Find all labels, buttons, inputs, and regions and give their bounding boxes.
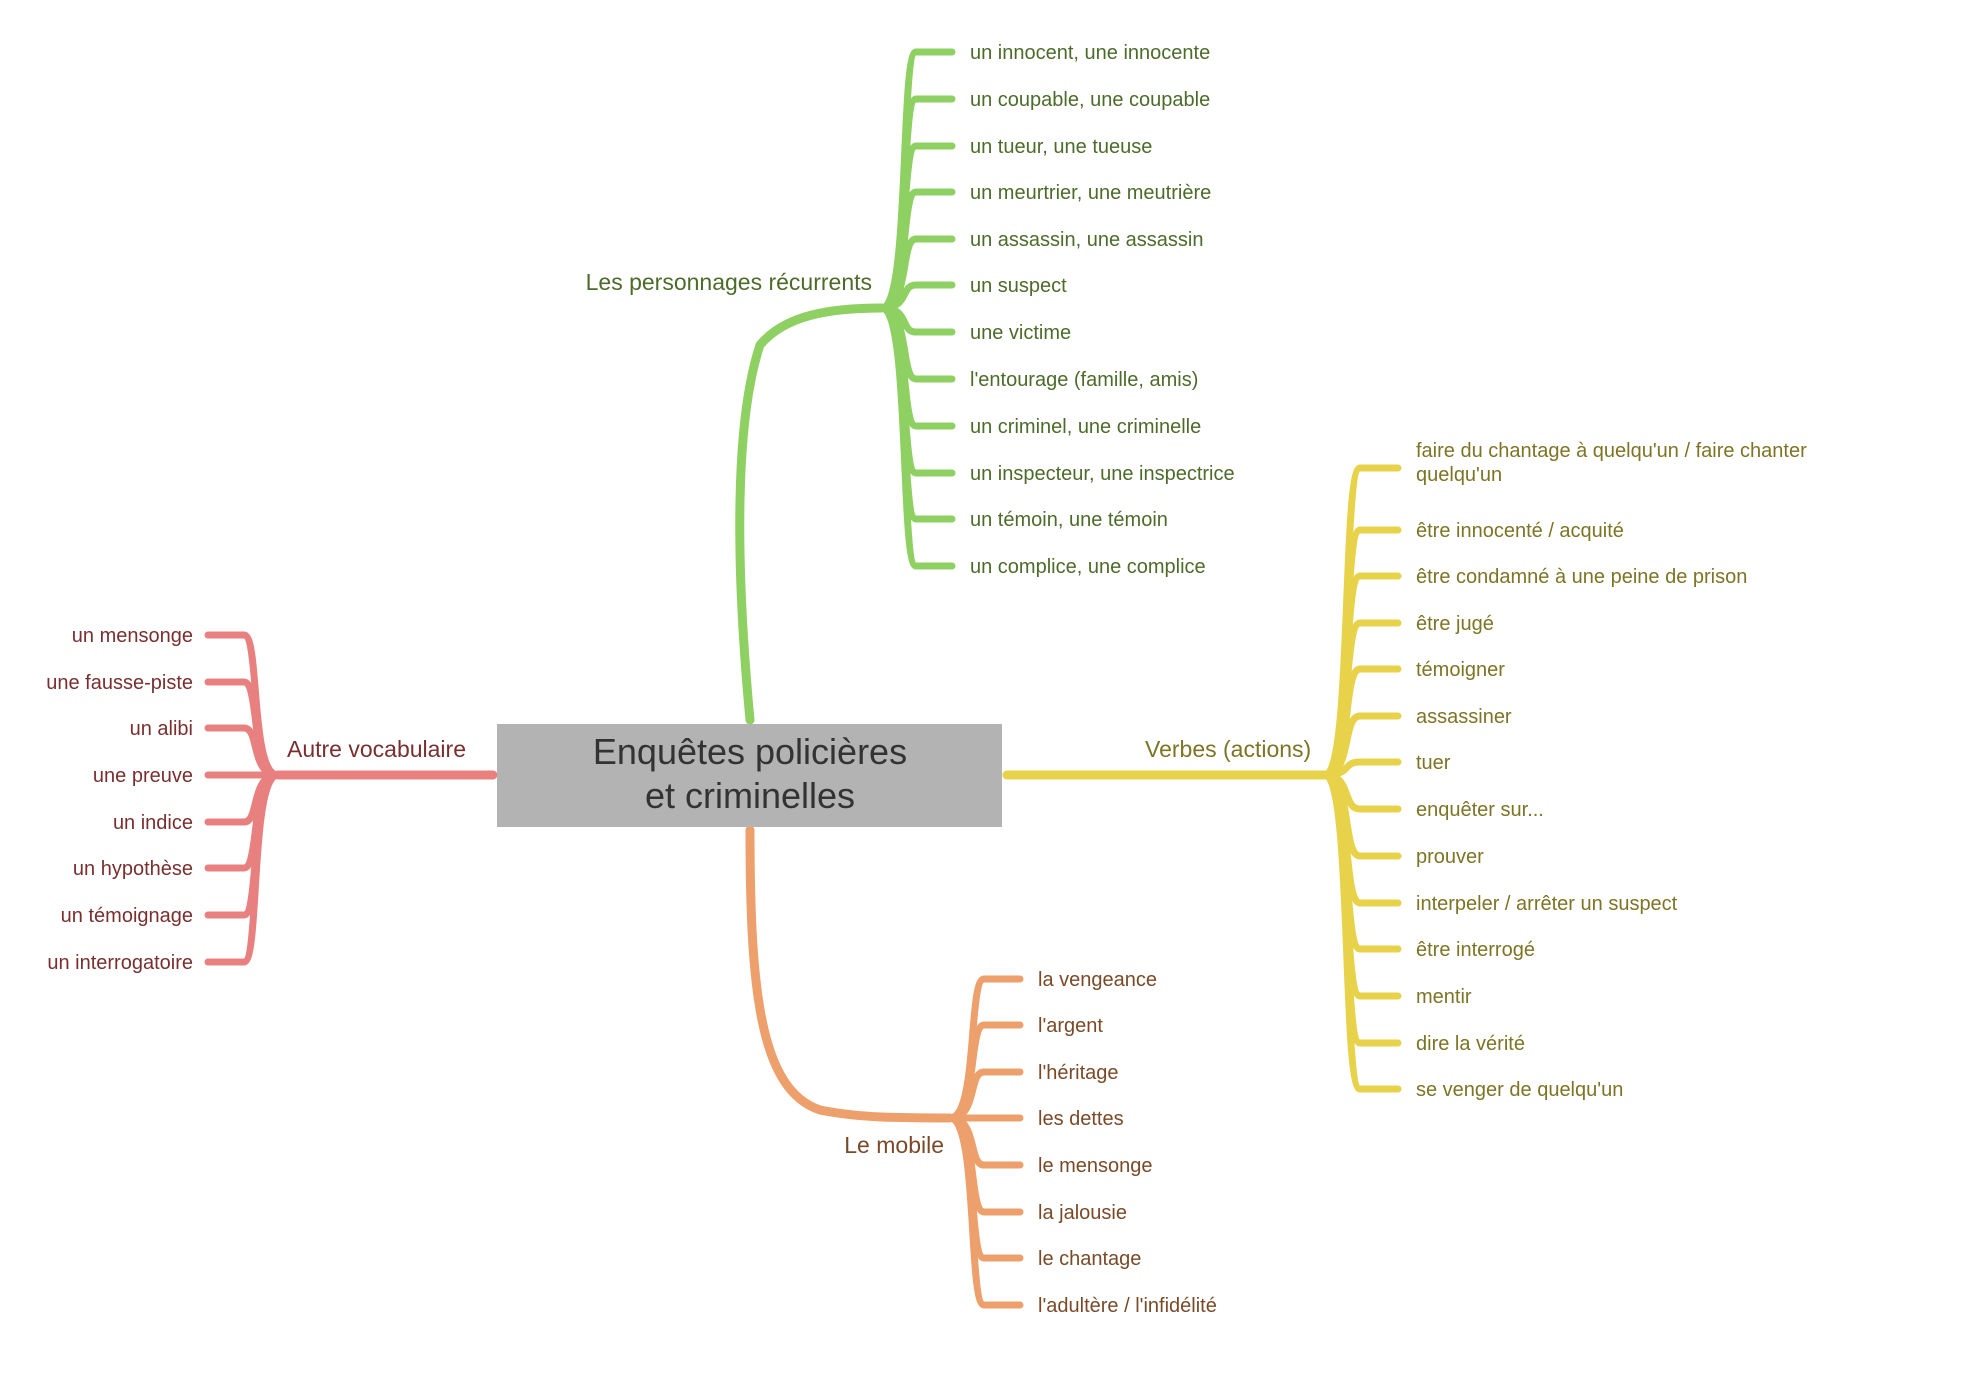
- central-title-line-2: et criminelles: [645, 775, 855, 816]
- branch-label-personnages: Les personnages récurrents: [586, 269, 872, 295]
- leaf-connector-mobile: [946, 1114, 1024, 1309]
- leaf-personnages: un criminel, une criminelle: [970, 416, 1201, 438]
- leaf-autre: un mensonge: [72, 625, 193, 647]
- leaf-personnages: un suspect: [970, 275, 1067, 297]
- leaf-connector-personnages: [878, 48, 956, 312]
- leaf-verbes: assassiner: [1416, 706, 1512, 728]
- leaf-personnages: un innocent, une innocente: [970, 42, 1210, 64]
- central-node[interactable]: Enquêtes policières et criminelles: [497, 724, 1002, 827]
- leaf-connector-personnages: [878, 304, 956, 570]
- leaf-verbes: enquêter sur...: [1416, 799, 1544, 821]
- leaf-connector-autre: [204, 631, 282, 779]
- leaf-connector-verbes: [1321, 572, 1402, 779]
- leaf-verbes: tuer: [1416, 752, 1451, 774]
- branch-label-autre: Autre vocabulaire: [287, 736, 466, 762]
- leaf-connector-mobile: [946, 975, 1024, 1122]
- leaf-verbes: mentir: [1416, 986, 1472, 1008]
- leaf-autre: un témoignage: [61, 905, 193, 927]
- leaf-verbes: interpeler / arrêter un suspect: [1416, 893, 1678, 915]
- leaf-verbes-line-2: quelqu'un: [1416, 464, 1502, 486]
- leaf-mobile: l'argent: [1038, 1015, 1103, 1037]
- leaf-personnages: un coupable, une coupable: [970, 89, 1210, 111]
- leaf-mobile: la vengeance: [1038, 969, 1157, 991]
- leaf-verbes: dire la vérité: [1416, 1033, 1525, 1055]
- connector-personnages: [735, 303, 887, 725]
- branch-label-mobile: Le mobile: [844, 1132, 944, 1158]
- leaf-verbes: être jugé: [1416, 613, 1494, 635]
- leaf-autre: une fausse-piste: [46, 672, 193, 694]
- leaf-mobile: l'héritage: [1038, 1062, 1119, 1084]
- leaf-connector-autre: [204, 724, 282, 779]
- leaf-personnages: un inspecteur, une inspectrice: [970, 463, 1235, 485]
- leaf-autre: un indice: [113, 812, 193, 834]
- leaf-mobile: les dettes: [1038, 1108, 1124, 1130]
- leaf-verbes-line-1: faire du chantage à quelqu'un / faire ch…: [1416, 440, 1807, 462]
- leaf-autre: un alibi: [130, 718, 193, 740]
- leaf-personnages: l'entourage (famille, amis): [970, 369, 1198, 391]
- label-layer: Les personnages récurrents un innocent, u…: [46, 42, 1807, 1317]
- leaf-verbes: témoigner: [1416, 659, 1505, 681]
- connector-layer: [204, 48, 1402, 1309]
- leaf-personnages: un meurtrier, une meutrière: [970, 182, 1211, 204]
- leaf-mobile: le chantage: [1038, 1248, 1141, 1270]
- leaf-connector-verbes: [1321, 526, 1402, 779]
- connector-mobile: [745, 825, 955, 1123]
- central-title-line-1: Enquêtes policières: [593, 731, 907, 772]
- central-node-box: [497, 724, 1002, 827]
- leaf-personnages: un complice, une complice: [970, 556, 1206, 578]
- leaf-personnages: un assassin, une assassin: [970, 229, 1203, 251]
- leaf-autre: un interrogatoire: [47, 952, 193, 974]
- leaf-mobile: l'adultère / l'infidélité: [1038, 1295, 1217, 1317]
- leaf-autre: une preuve: [93, 765, 193, 787]
- leaf-verbes: être condamné à une peine de prison: [1416, 566, 1747, 588]
- branch-label-verbes: Verbes (actions): [1145, 736, 1311, 762]
- leaf-mobile: le mensonge: [1038, 1155, 1153, 1177]
- leaf-verbes: prouver: [1416, 846, 1484, 868]
- leaf-connector-verbes: [1321, 771, 1402, 1093]
- leaf-personnages: un tueur, une tueuse: [970, 136, 1152, 158]
- leaf-verbes: être interrogé: [1416, 939, 1535, 961]
- leaf-autre: un hypothèse: [73, 858, 193, 880]
- leaf-verbes: se venger de quelqu'un: [1416, 1079, 1623, 1101]
- leaf-connector-autre: [204, 771, 282, 966]
- leaf-mobile: la jalousie: [1038, 1202, 1127, 1224]
- leaf-connector-verbes: [1321, 619, 1402, 779]
- leaf-personnages: une victime: [970, 322, 1071, 344]
- leaf-connector-mobile: [946, 1068, 1024, 1122]
- leaf-personnages: un témoin, une témoin: [970, 509, 1168, 531]
- leaf-verbes: être innocenté / acquité: [1416, 520, 1624, 542]
